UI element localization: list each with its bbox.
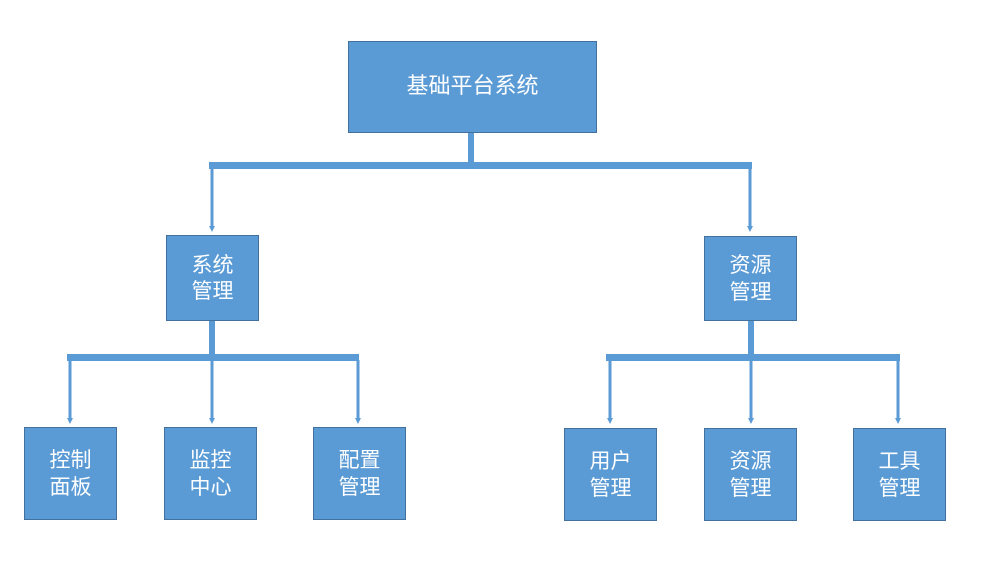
root-connector [209,133,752,169]
root-node-label: 基础平台系统 [406,74,539,100]
root-node: 基础平台系统 [348,41,597,133]
leaf-node-label: 控制面板 [49,448,92,499]
leaf-node-monitoring-center: 监控中心 [164,427,257,520]
leaf-node-resource-management: 资源管理 [704,428,797,521]
leaf-node-config-management: 配置管理 [313,427,406,520]
branch-node-system-management: 系统管理 [166,235,259,321]
leaf-node-user-management: 用户管理 [564,428,657,521]
leaf-node-tool-management: 工具管理 [853,428,946,521]
leaf-node-label: 用户管理 [589,449,632,500]
root-to-branch-arrows [209,168,753,232]
leaf-node-label: 资源管理 [729,449,772,500]
branch-node-label: 系统管理 [191,252,234,303]
leaf-node-label: 工具管理 [878,449,921,500]
left-branch-connector [67,320,359,361]
leaf-node-label: 监控中心 [189,448,232,499]
leaf-node-label: 配置管理 [338,448,381,499]
right-branch-connector [606,320,900,361]
right-branch-arrows [607,360,901,424]
branch-node-resource-management: 资源管理 [704,236,797,321]
leaf-node-control-panel: 控制面板 [24,427,117,520]
branch-node-label: 资源管理 [729,253,772,304]
left-branch-arrows [67,360,361,424]
